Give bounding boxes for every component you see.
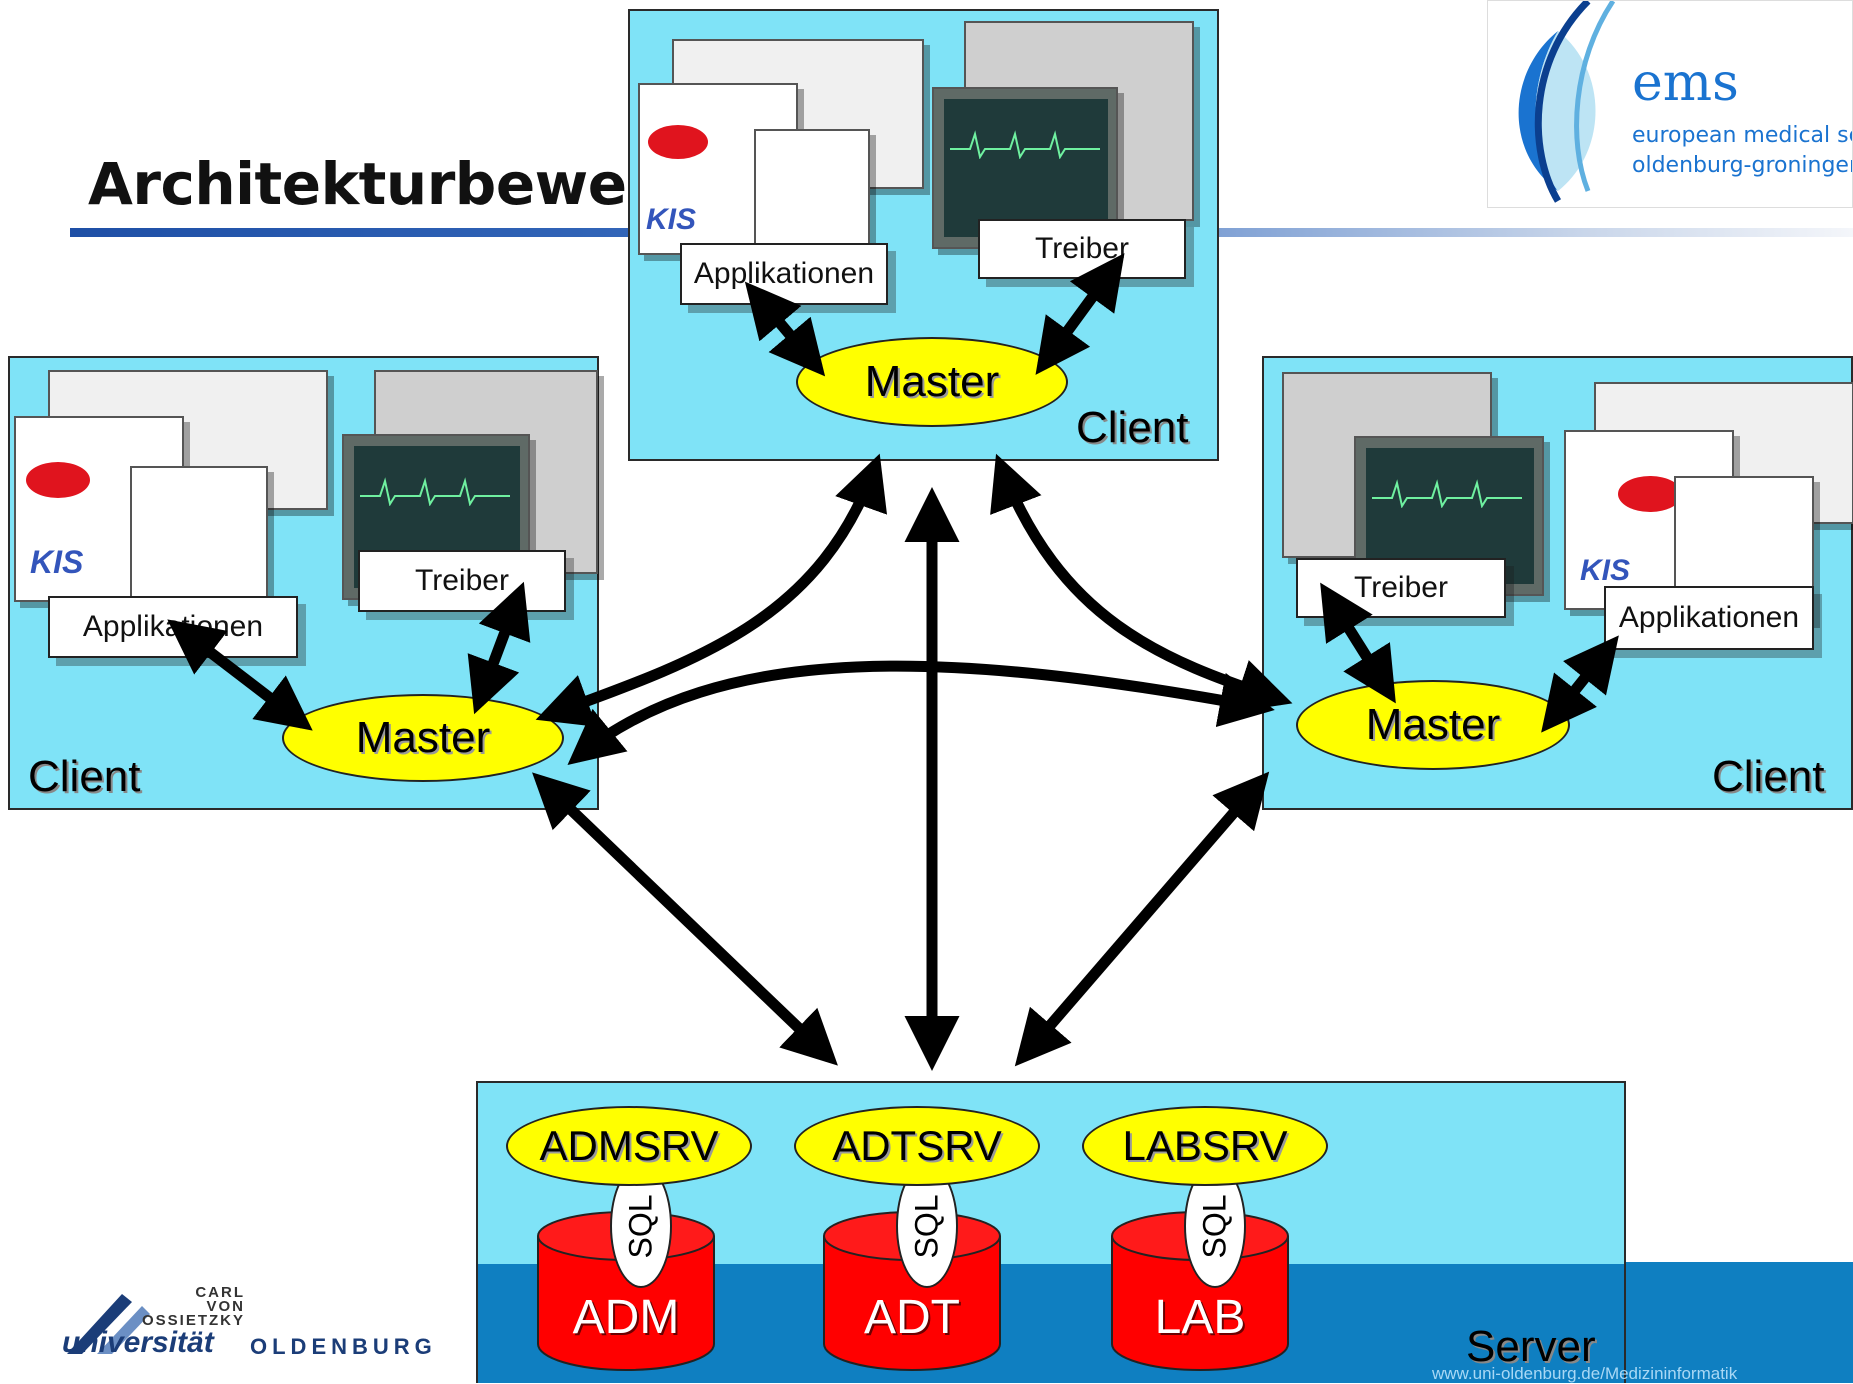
university-line1: CARL	[195, 1284, 245, 1301]
arrow-left-apps-master	[167, 619, 313, 731]
arrow-left-server	[532, 772, 838, 1066]
arrow-left-driver-master	[467, 581, 531, 715]
lips-icon	[26, 462, 90, 498]
lips-icon	[1618, 476, 1682, 512]
master-oval-top: Master	[796, 337, 1068, 427]
document-screenshot	[130, 466, 268, 618]
university-line2: VON	[206, 1298, 245, 1315]
arrow-top-left-master	[535, 453, 887, 727]
lips-icon	[648, 125, 708, 159]
slide-title: Architekturbewe	[88, 150, 627, 218]
arrow-right-apps-master	[1541, 635, 1619, 733]
driver-box-left: Treiber	[358, 550, 566, 612]
database-label-lab: LAB	[1154, 1291, 1246, 1344]
service-oval-adtsrv: ADTSRV	[794, 1106, 1040, 1186]
applications-box-right: Applikationen	[1604, 586, 1814, 650]
university-word: universität	[62, 1326, 214, 1359]
arrow-left-right-master	[567, 660, 1275, 765]
arrow-top-driver-master	[1035, 253, 1125, 375]
client-panel-right: KIS Treiber Applikationen Master Client	[1262, 356, 1853, 810]
client-label-left: Client	[28, 752, 141, 801]
arrow-right-driver-master	[1320, 582, 1396, 704]
arrow-top-right-master	[990, 453, 1293, 713]
client-panel-top: KIS Applikationen Treiber Master Client	[628, 9, 1219, 461]
monitor-screenshot	[1354, 436, 1544, 596]
ems-logo-name: ems	[1632, 53, 1739, 113]
ems-logo-line2: oldenburg-groningen	[1632, 153, 1853, 178]
database-label-adm: ADM	[572, 1291, 680, 1344]
university-city: OLDENBURG	[250, 1334, 437, 1359]
ems-logo: ems european medical scho oldenburg-gron…	[1487, 0, 1853, 208]
university-line3: OSSIETZKY	[141, 1312, 245, 1329]
client-label-top: Client	[1076, 403, 1189, 452]
ems-logo-icon	[1518, 1, 1616, 203]
ems-logo-line1: european medical scho	[1632, 123, 1852, 148]
database-adm	[537, 1211, 715, 1371]
monitor-screenshot	[932, 87, 1118, 249]
university-logo: CARL VON OSSIETZKY universität OLDENBURG	[0, 1262, 478, 1383]
database-label-adt: ADT	[864, 1291, 960, 1344]
service-oval-admsrv: ADMSRV	[506, 1106, 752, 1186]
ecg-wave-icon	[950, 130, 1100, 159]
arrow-right-server	[1014, 771, 1270, 1067]
client-label-right: Client	[1712, 752, 1825, 801]
service-oval-labsrv: LABSRV	[1082, 1106, 1328, 1186]
driver-box-top: Treiber	[978, 219, 1186, 279]
footer-url: www.uni-oldenburg.de/Medizininformatik	[1432, 1364, 1738, 1383]
arrow-top-apps-master	[744, 281, 826, 377]
server-label: Server	[1466, 1322, 1596, 1371]
university-logo-icon	[67, 1294, 150, 1354]
ecg-wave-icon	[360, 477, 510, 506]
ecg-wave-icon	[1372, 479, 1522, 508]
client-panel-left: KIS Treiber Applikationen Master Client	[8, 356, 599, 810]
